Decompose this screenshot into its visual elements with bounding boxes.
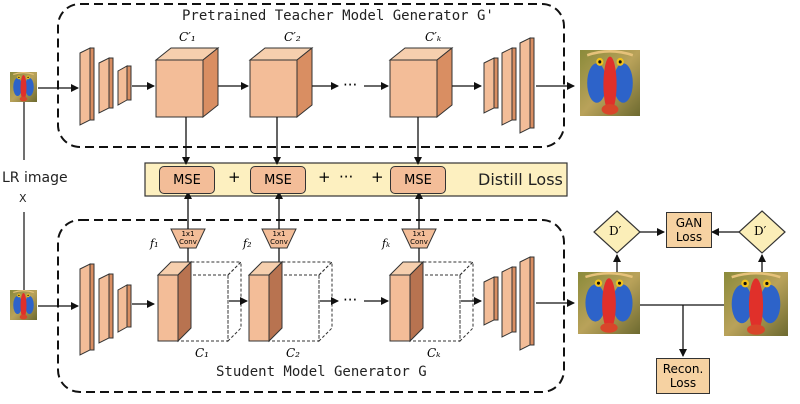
mse-box-1: MSE [159, 166, 215, 194]
teacher-feature-1: C′₁ [179, 30, 196, 44]
student-ellipsis: ··· [343, 291, 358, 309]
teacher-cube-1 [154, 46, 220, 119]
student-output-image [576, 270, 642, 336]
student-title: Student Model Generator G [216, 364, 427, 380]
teacher-decoder [483, 37, 535, 134]
teacher-output-image [578, 48, 642, 118]
discriminator-right-label: D′ [754, 224, 767, 238]
teacher-ellipsis: ··· [343, 76, 358, 94]
lr-image-top [9, 71, 38, 103]
discriminator-left-label: D′ [609, 224, 622, 238]
gan-loss-box: GAN Loss [666, 212, 712, 248]
student-feature-k: Cₖ [427, 346, 441, 360]
teacher-title: Pretrained Teacher Model Generator G' [182, 8, 494, 24]
student-cube-1 [156, 260, 243, 343]
teacher-frame [57, 3, 565, 148]
student-feature-2: C₂ [286, 346, 300, 360]
teacher-feature-k: C′ₖ [425, 30, 442, 44]
teacher-cube-k [388, 46, 454, 119]
adapter-label-k: fₖ [382, 237, 391, 250]
conv-word: Conv [410, 238, 428, 246]
student-decoder [483, 256, 535, 351]
mse-box-k: MSE [390, 166, 446, 194]
discriminator-left [593, 210, 641, 254]
plus-3: + [371, 168, 384, 186]
student-feature-1: C₁ [195, 346, 209, 360]
mse-ellipsis: ··· [339, 168, 354, 186]
plus-2: + [318, 168, 331, 186]
adapter-2 [261, 228, 297, 249]
conv-kernel: 1x1 [181, 230, 195, 238]
distill-loss-bar [144, 162, 568, 197]
adapter-k [401, 228, 437, 249]
conv-kernel: 1x1 [272, 230, 286, 238]
hr-ground-truth-image [722, 270, 790, 338]
discriminator-right [738, 210, 786, 254]
plus-1: + [228, 168, 241, 186]
conv-word: Conv [179, 238, 197, 246]
teacher-cube-2 [248, 46, 314, 119]
student-encoder [79, 263, 132, 356]
teacher-feature-2: C′₂ [284, 30, 301, 44]
student-cube-k [388, 260, 475, 343]
lr-image-label: LR image [2, 170, 68, 186]
student-cube-2 [247, 260, 334, 343]
adapter-label-2: f₂ [243, 237, 252, 250]
distill-loss-label: Distill Loss [478, 170, 563, 189]
lr-image-bottom [9, 289, 38, 321]
adapter-label-1: f₁ [150, 237, 159, 250]
x-label: X [19, 192, 27, 205]
conv-kernel: 1x1 [412, 230, 426, 238]
teacher-encoder [79, 47, 132, 126]
adapter-1 [170, 228, 206, 249]
recon-loss-box: Recon. Loss [656, 358, 710, 394]
conv-word: Conv [270, 238, 288, 246]
mse-box-2: MSE [250, 166, 306, 194]
